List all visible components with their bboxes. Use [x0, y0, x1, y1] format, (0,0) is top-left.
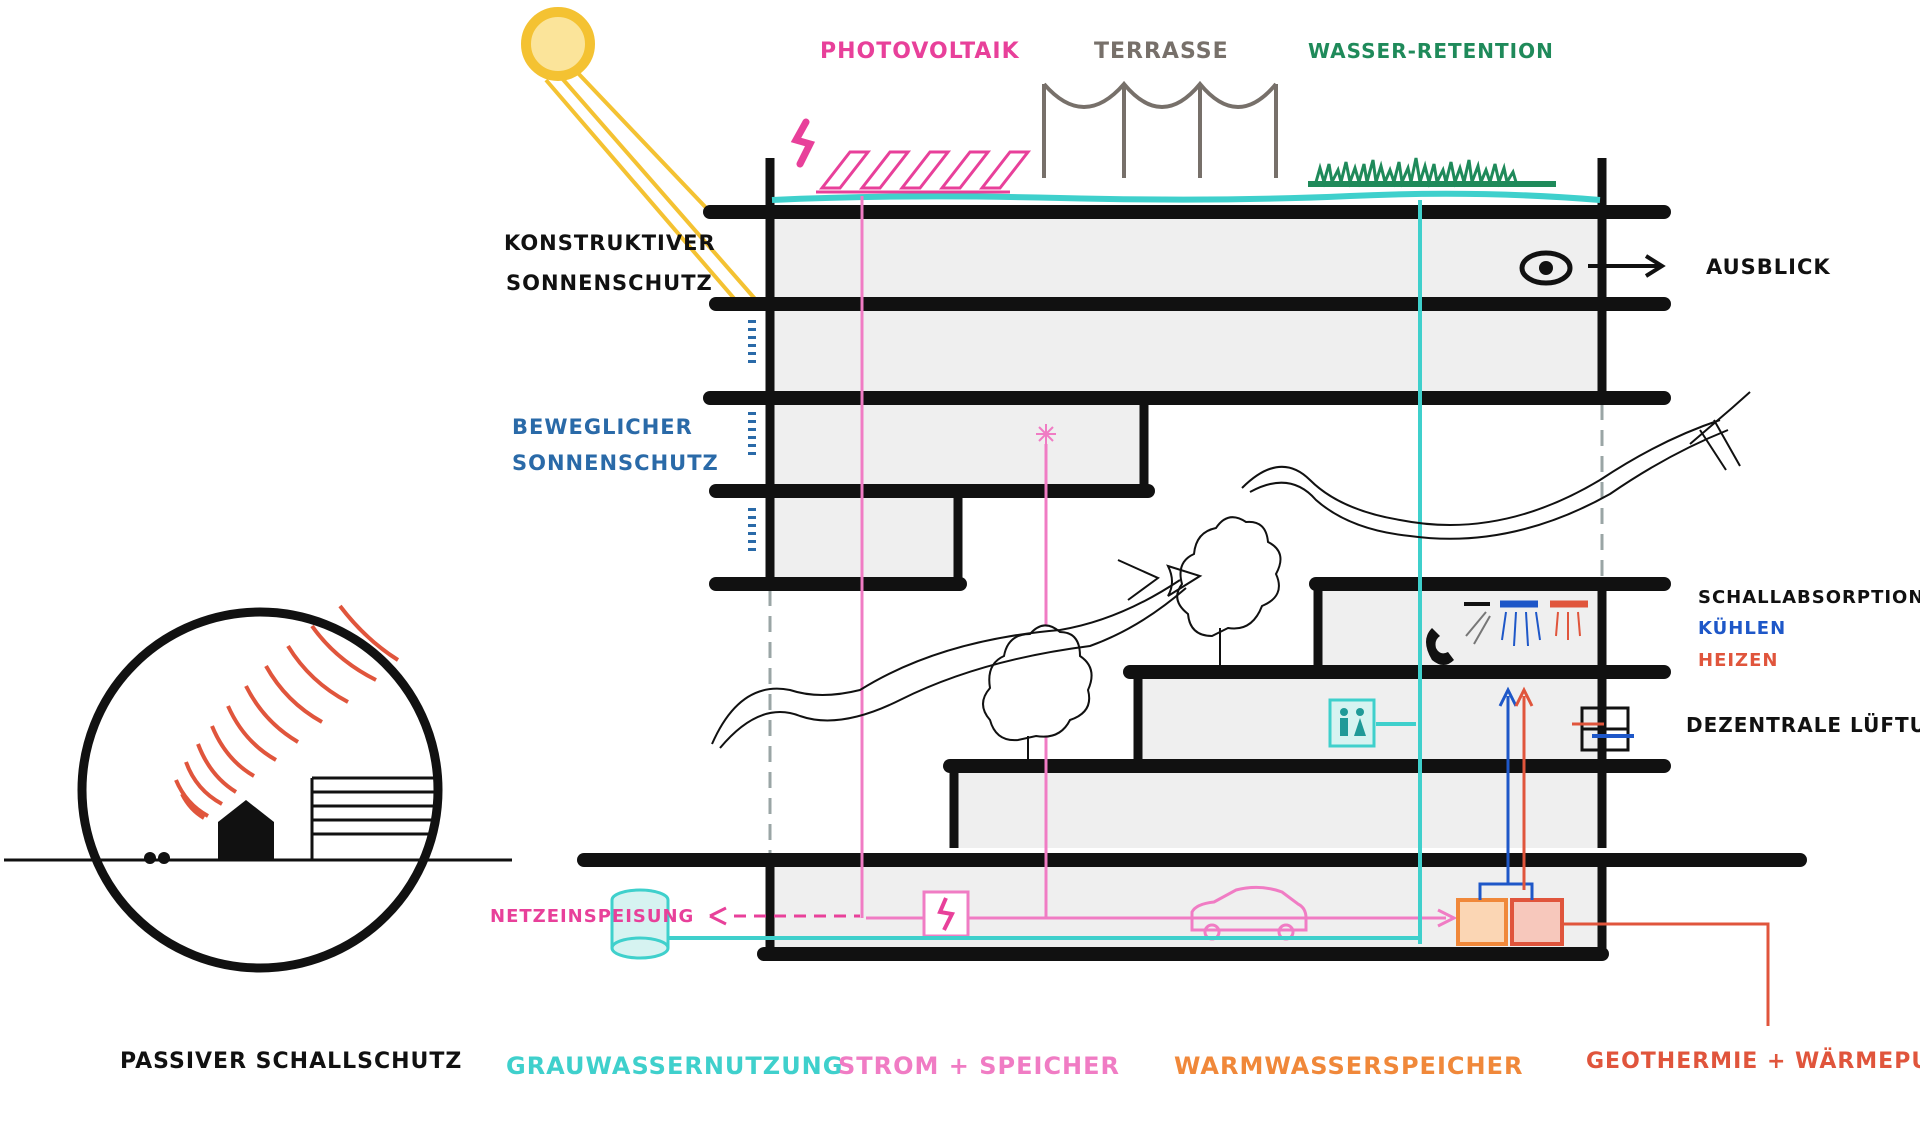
label-kuehlen: KÜHLEN [1698, 617, 1786, 639]
label-konstruktiver: KONSTRUKTIVER [504, 231, 716, 255]
floor-slabs [577, 205, 1807, 961]
battery-storage-icon [922, 890, 970, 938]
label-beweglicher-2: SONNENSCHUTZ [512, 451, 719, 475]
label-passiver-schallschutz: PASSIVER SCHALLSCHUTZ [120, 1049, 462, 1074]
heat-pump-lines [1478, 686, 1770, 1026]
label-warmwasserspeicher: WARMWASSERSPEICHER [1174, 1052, 1523, 1080]
label-netzeinspeisung: NETZEINSPEISUNG [490, 906, 694, 927]
text-labels: PHOTOVOLTAIK TERRASSE WASSER-RETENTION K… [120, 39, 1920, 1080]
green-roof [1308, 157, 1556, 188]
dashed-guides [768, 404, 1604, 862]
passive-sound-protection-illustration [4, 604, 512, 973]
toilet-icon [1328, 698, 1376, 748]
label-konstruktiver-2: SONNENSCHUTZ [506, 271, 713, 295]
label-ausblick: AUSBLICK [1706, 255, 1831, 279]
greywater-lines [668, 200, 1422, 944]
house-icon [218, 800, 274, 860]
label-beweglicher: BEWEGLICHER [512, 415, 693, 439]
label-dezentrale-lueftung: DEZENTRALE LÜFTUNG [1686, 713, 1920, 737]
eye-icon [1519, 250, 1573, 286]
roof-water-line [771, 190, 1601, 203]
label-terrasse: TERRASSE [1094, 39, 1229, 64]
arrow-right-icon [1588, 254, 1666, 278]
label-strom-speicher: STROM + SPEICHER [838, 1052, 1120, 1080]
ceiling-panel-icon [1464, 600, 1588, 647]
photovoltaic-panels [816, 150, 1032, 194]
tree-icon [982, 516, 1282, 762]
ventilation-unit-icon [1572, 706, 1634, 752]
tank-icon [610, 888, 670, 960]
building-walls [765, 158, 1607, 954]
label-schallabsorption: SCHALLABSORPTION [1698, 587, 1920, 608]
movable-shading-louvres [748, 320, 756, 551]
wind-flow [711, 391, 1751, 749]
sun-icon [521, 7, 758, 305]
lightning-icon [790, 118, 816, 168]
label-grauwassernutzung: GRAUWASSERNUTZUNG [506, 1052, 843, 1080]
label-heizen: HEIZEN [1698, 650, 1778, 671]
phone-icon [1426, 628, 1454, 665]
hot-water-tank-icon [1456, 898, 1564, 946]
label-photovoltaik: PHOTOVOLTAIK [820, 39, 1020, 64]
terrace-canopy [1042, 80, 1278, 178]
snowflake-icon [1036, 424, 1056, 444]
label-geothermie: GEOTHERMIE + WÄRMEPUMPE [1586, 1048, 1920, 1074]
label-wasser-retention: WASSER-RETENTION [1308, 39, 1554, 63]
